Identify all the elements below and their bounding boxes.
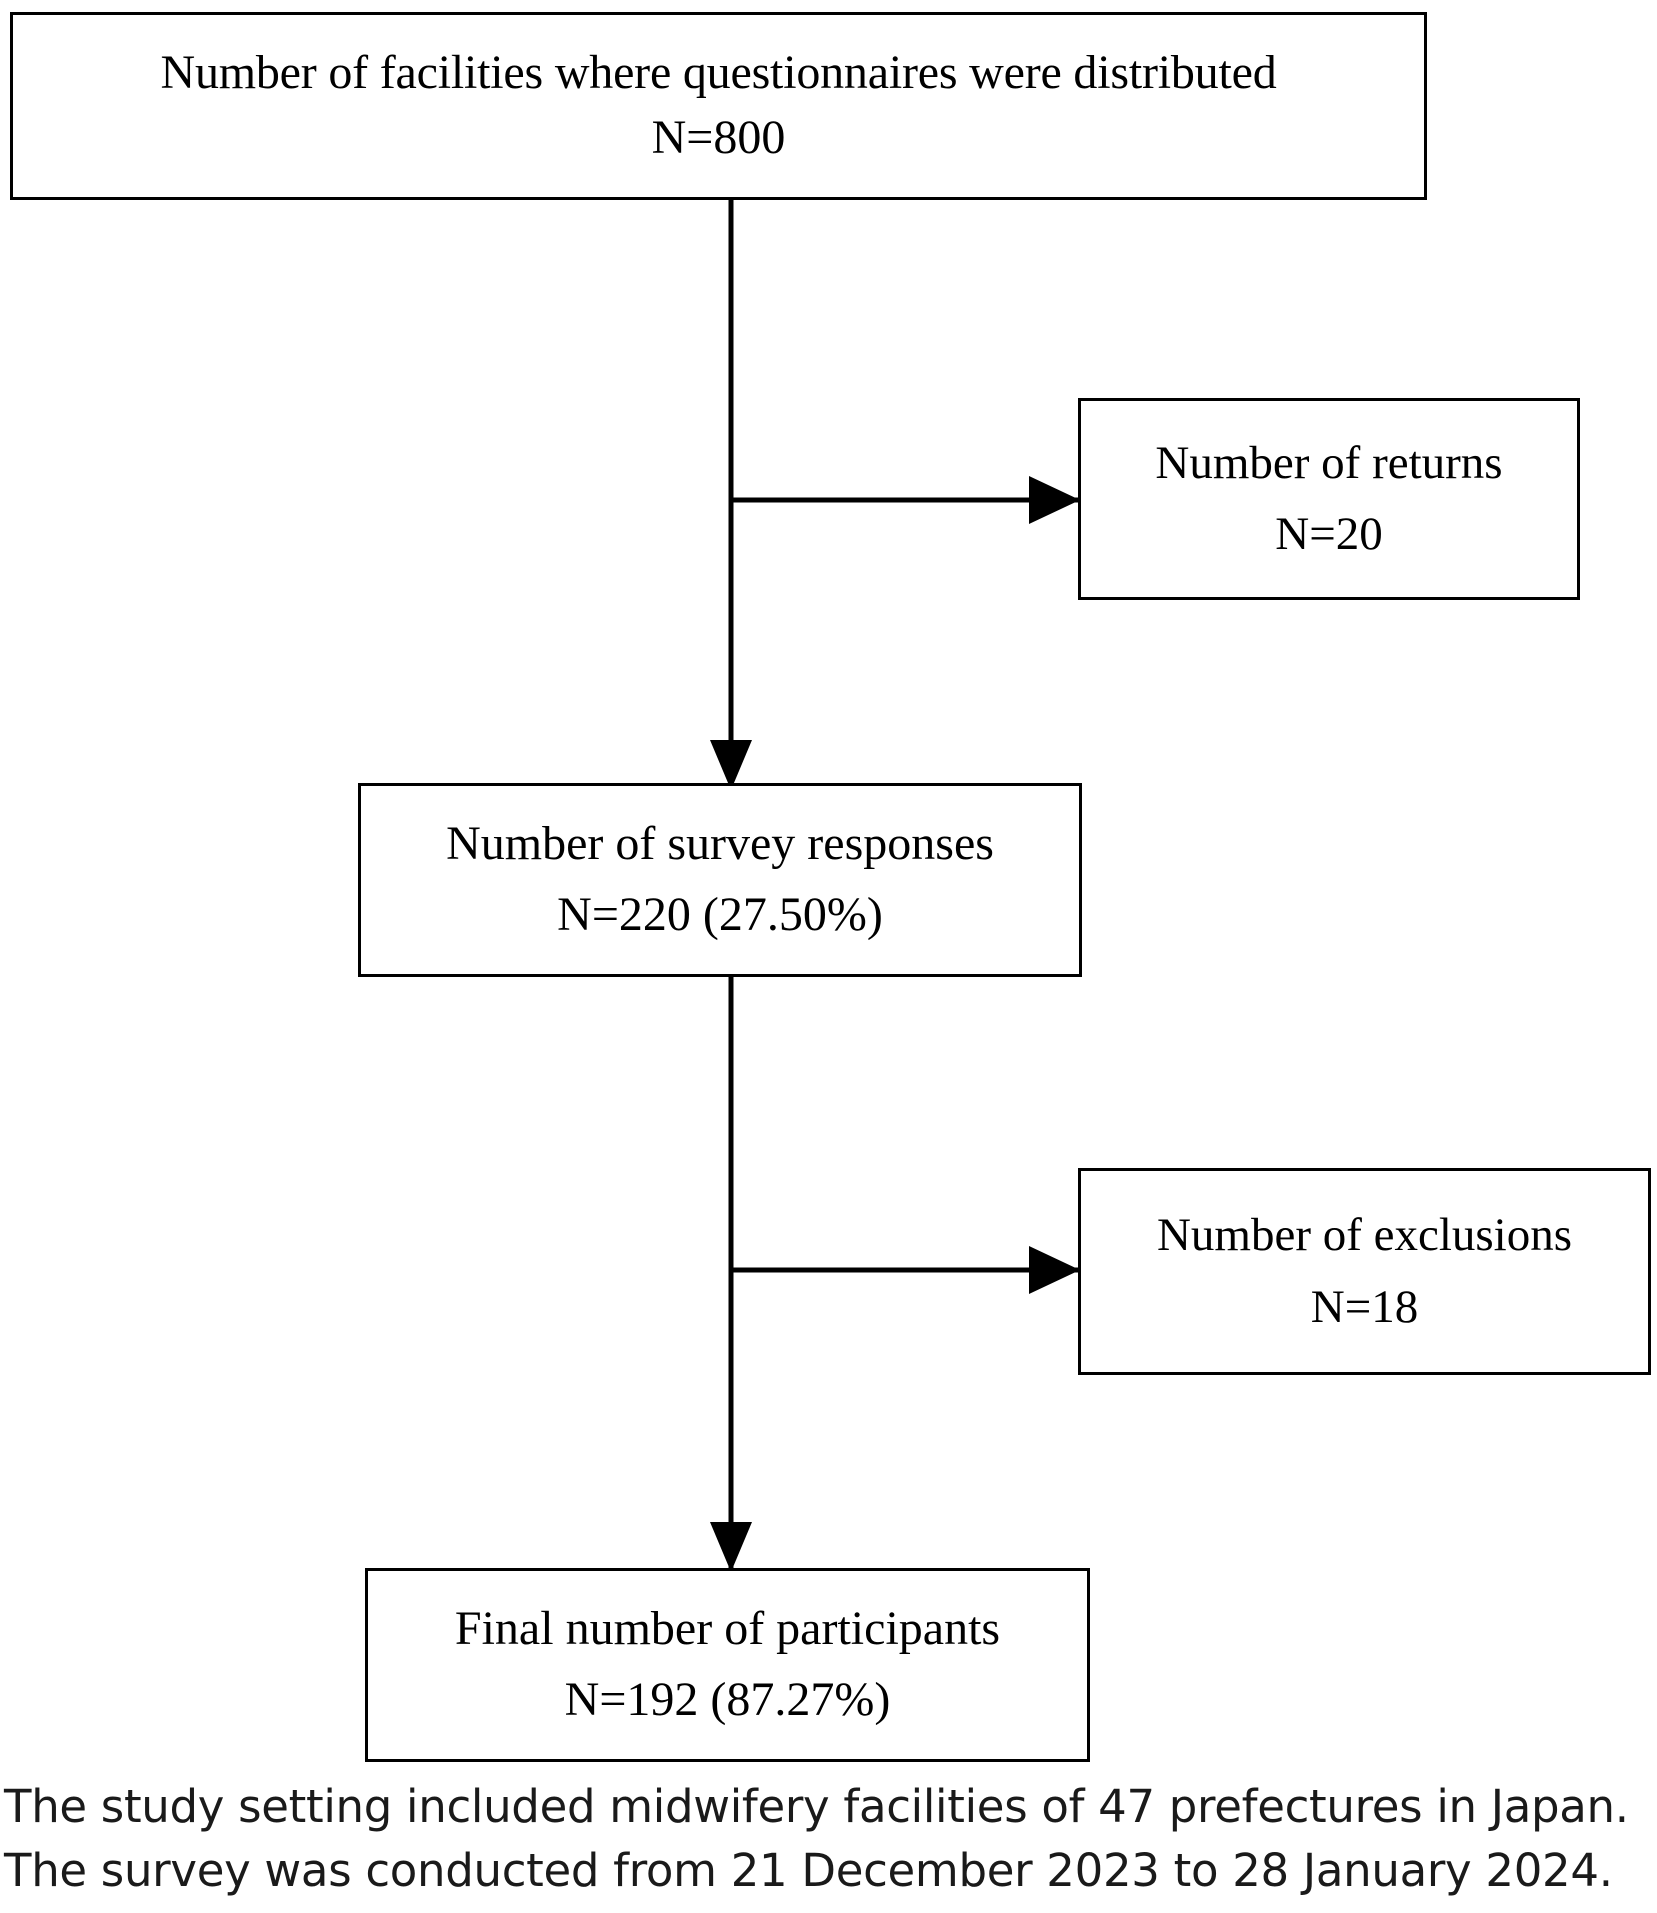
flow-node-label: Number of returns [1155,436,1503,489]
figure-caption: The study setting included midwifery fac… [4,1780,1629,1897]
arrowhead-right-returns [1029,476,1080,524]
flow-node-count: N=18 [1310,1280,1419,1333]
flow-node-label: Final number of participants [454,1602,1001,1656]
flow-node-label: Number of survey responses [446,817,994,871]
flow-node-returns: Number of returns N=20 [1078,398,1580,600]
flow-node-count: N=800 [651,111,786,164]
flow-node-count: N=192 (87.27%) [564,1673,891,1726]
flow-node-count: N=20 [1275,508,1383,560]
flow-node-label: Number of exclusions [1156,1209,1573,1262]
flow-node-label: Number of facilities where questionnaire… [160,46,1277,100]
flow-node-final-participants: Final number of participants N=192 (87.2… [365,1568,1090,1762]
flow-node-exclusions: Number of exclusions N=18 [1078,1168,1651,1375]
flow-node-facilities-distributed: Number of facilities where questionnaire… [10,12,1427,200]
arrowhead-down-participants [710,1522,752,1572]
arrowhead-down-responses [710,740,752,790]
arrowhead-right-exclusions [1029,1246,1080,1294]
flow-node-count: N=220 (27.50%) [557,888,883,941]
flow-node-survey-responses: Number of survey responses N=220 (27.50%… [358,783,1082,977]
